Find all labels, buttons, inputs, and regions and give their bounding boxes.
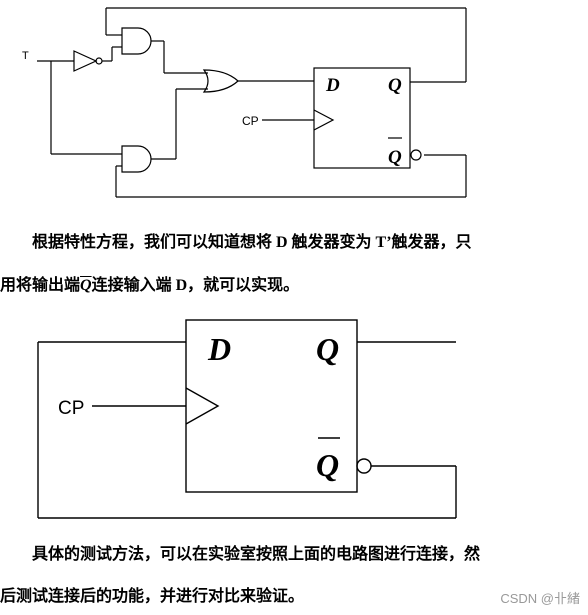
diagram-2 xyxy=(37,319,457,519)
paragraph-1-line-1: 根据特性方程，我们可以知道想将 D 触发器变为 T’触发器，只 xyxy=(32,234,472,251)
qbar-bubble-1 xyxy=(410,149,422,161)
d-flipflop-box-1 xyxy=(313,67,411,169)
and-gate-lower xyxy=(121,145,152,173)
diagram-1-labels: T CP D Q Q xyxy=(22,50,402,168)
watermark: CSDN @卝緒 xyxy=(500,591,580,606)
cp-label-1: CP xyxy=(242,114,259,128)
cp-label-2: CP xyxy=(58,398,84,419)
clock-triangle-1 xyxy=(313,109,335,131)
paragraph-1-line-2: 用将输出端Q连接输入端 D，就可以实现。 xyxy=(0,276,580,296)
paragraph-2-line-1: 具体的测试方法，可以在实验室按照上面的电路图进行连接，然 xyxy=(32,546,481,563)
d-label-2: D xyxy=(207,331,231,367)
or-gate xyxy=(202,69,239,93)
paragraph-1-line-2-post: 连接输入端 D，就可以实现。 xyxy=(91,277,300,294)
clock-triangle-2 xyxy=(185,387,220,425)
qbar-label-2: Q xyxy=(316,447,339,483)
qbar-inline: Q xyxy=(80,277,92,294)
t-input-label: T xyxy=(22,50,29,62)
diagram-2-labels: CP D Q Q xyxy=(58,331,339,483)
q-label-2: Q xyxy=(316,331,339,367)
qbar-label-1: Q xyxy=(388,147,402,168)
and-gate-upper xyxy=(121,27,152,55)
paragraph-2-line-2: 后测试连接后的功能，并进行对比来验证。 xyxy=(0,588,305,605)
q-label-1: Q xyxy=(388,75,402,96)
diagram-1 xyxy=(37,7,467,198)
paragraph-1-line-2-pre: 用将输出端 xyxy=(0,277,81,294)
qbar-bubble-2 xyxy=(356,458,372,474)
not-gate xyxy=(73,50,98,72)
d-label-1: D xyxy=(325,75,340,96)
